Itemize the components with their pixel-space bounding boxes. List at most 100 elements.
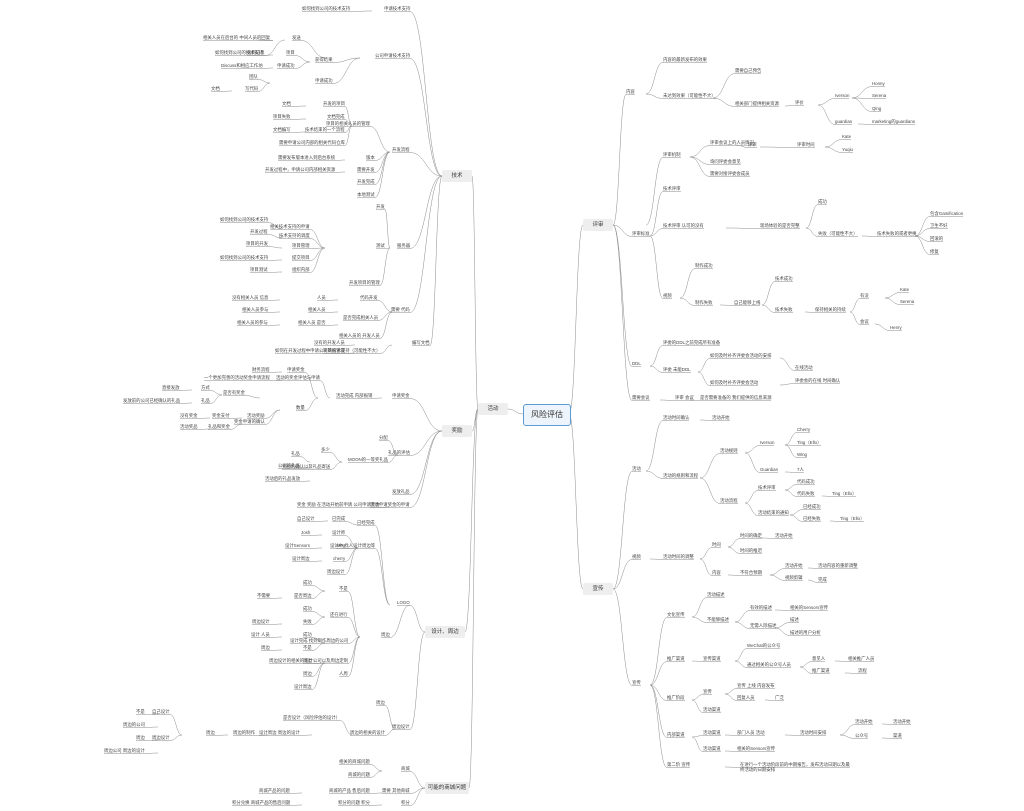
node-r34[interactable]: 制作成功	[695, 263, 713, 268]
node-d44[interactable]: 周边公司 周边的设计	[104, 748, 145, 753]
node-p35[interactable]: 文化宣传	[667, 612, 685, 617]
hub-design[interactable]: 设计、周边	[425, 626, 465, 638]
hub-assessment[interactable]: 评审	[583, 219, 613, 231]
node-b27[interactable]: 发放礼品	[392, 489, 410, 494]
node-a13[interactable]: 申请成功	[315, 78, 333, 83]
node-r3[interactable]: 未达到效果（可能性不大）	[663, 93, 716, 98]
node-p51[interactable]: 推广阶段	[667, 695, 685, 700]
node-b14[interactable]: 奖金支付	[212, 413, 230, 418]
node-r31[interactable]: 回滚的	[930, 236, 944, 241]
node-d41[interactable]: 不是	[136, 709, 145, 714]
node-s8[interactable]: 积分的问题 积分	[338, 800, 370, 805]
node-a35[interactable]: 相关技术支持的申请	[270, 224, 310, 229]
node-s5[interactable]: 商城的产品 售后问题	[329, 788, 370, 793]
node-r50[interactable]: 评委会的在线 时间确认	[795, 378, 841, 383]
node-d39[interactable]: 自己设计	[152, 709, 170, 714]
node-r51[interactable]: 如何及时补齐评委会活动	[710, 380, 759, 385]
node-p62[interactable]: 活动开始	[893, 719, 911, 724]
node-a37[interactable]: 项目管理	[292, 243, 310, 248]
node-d10[interactable]: cherry	[333, 556, 346, 561]
node-d9[interactable]: 设计Sensors	[285, 543, 310, 548]
node-r17[interactable]: 询问评委会意见	[710, 159, 741, 164]
node-a21[interactable]: 文档完成	[327, 114, 345, 119]
node-a59[interactable]: 项目的管理	[323, 348, 345, 353]
node-d13[interactable]: 周边	[381, 632, 390, 637]
node-s3[interactable]: 商城的问题	[348, 772, 370, 777]
node-b25[interactable]: 公司的礼品	[278, 463, 300, 468]
node-a34[interactable]: 测试	[376, 243, 385, 248]
node-a19[interactable]: 开发的项目	[323, 101, 345, 106]
node-p33[interactable]: 完成	[818, 577, 827, 582]
node-a4[interactable]: 发送	[292, 35, 301, 40]
node-a27[interactable]: 需要发布版本进入到后台系统	[278, 155, 336, 160]
node-r55[interactable]: 是否需要准备的 我们提供的信息来源	[700, 395, 772, 400]
node-r53[interactable]: 评审 会议	[675, 395, 694, 400]
node-a55[interactable]: 相关人员的 开发人员	[339, 333, 380, 338]
node-p37[interactable]: 不能够描述	[707, 617, 729, 622]
node-r41[interactable]: 有没	[860, 293, 869, 298]
node-p47[interactable]: 意见人	[812, 656, 826, 661]
node-b28[interactable]: 活动申请奖金的申请	[370, 502, 410, 507]
node-a20[interactable]: 文档	[282, 101, 291, 106]
node-p67[interactable]: 第二阶 宣传	[667, 762, 691, 767]
node-d26[interactable]: 周边	[261, 645, 270, 650]
node-p30[interactable]: 活动开始	[785, 563, 803, 568]
node-p48[interactable]: 相关推广人员	[848, 656, 875, 661]
node-a17[interactable]: 开发流程	[392, 147, 410, 152]
node-a45[interactable]: 开发项目的管理	[349, 280, 380, 285]
node-a36[interactable]: 技术支持的调度	[279, 233, 310, 238]
node-p12[interactable]: 活动流程	[720, 498, 738, 503]
node-r13[interactable]: 评审机制	[663, 152, 681, 157]
node-p34[interactable]: 宣传	[632, 680, 641, 685]
node-a6[interactable]: 找到信息	[247, 50, 265, 55]
node-a14[interactable]: 团队	[249, 74, 258, 79]
node-b2[interactable]: 活动完成 内部报销	[336, 393, 373, 398]
node-d2[interactable]: 已经完成	[357, 520, 375, 525]
node-a25[interactable]: 需要申请公司内部的相关代码仓库	[279, 140, 345, 145]
node-r21[interactable]: Yuqiu	[842, 147, 853, 152]
node-r29[interactable]: 包含Gamification	[930, 211, 964, 216]
node-p55[interactable]: 广泛	[775, 695, 784, 700]
node-p13[interactable]: 技术评审	[758, 485, 776, 490]
node-p56[interactable]: 活动渠道	[703, 707, 721, 712]
node-r5[interactable]: 相关部门提供相关资源	[735, 101, 779, 106]
node-r40[interactable]: Kate	[900, 287, 910, 292]
node-p41[interactable]: 无需人际描述	[750, 623, 777, 628]
node-p58[interactable]: 活动渠道	[703, 730, 721, 735]
hub-activity[interactable]: 活动	[478, 403, 508, 415]
node-a32[interactable]: 服务器	[397, 243, 411, 248]
node-a30[interactable]: 开发完成	[357, 179, 375, 184]
node-p36[interactable]: 活动描述	[707, 592, 725, 597]
node-r49[interactable]: 在线活动	[795, 365, 813, 370]
node-a53[interactable]: 相关人员参与	[242, 307, 269, 312]
node-d11[interactable]: 设计周边	[292, 556, 310, 561]
node-p68[interactable]: 在进行一个活动阶段前的中期报告，发布活动日期以及最终活动的日期安排	[740, 762, 850, 772]
node-p46[interactable]: 通过相关的公众号人员	[747, 662, 791, 667]
node-a1[interactable]: 申请技术支持	[384, 6, 411, 11]
node-a22[interactable]: 项目失败	[273, 114, 291, 119]
node-p52[interactable]: 宣传	[703, 689, 712, 694]
node-d37[interactable]: 周边的制作	[233, 730, 255, 735]
node-p31[interactable]: 活动内容的重新调整	[818, 563, 858, 568]
node-d27[interactable]: 周边设计的相关的设计公司以及周边定制	[269, 658, 349, 663]
node-a40[interactable]: 如何找到公司的技术支持	[220, 217, 269, 222]
node-a15[interactable]: 写代码	[245, 86, 259, 91]
node-p63[interactable]: 公众号	[855, 733, 869, 738]
node-p42[interactable]: 描述的用户分析	[790, 630, 821, 635]
node-p59[interactable]: 部门人员 活动	[737, 730, 765, 735]
node-p6[interactable]: Iverson	[760, 440, 775, 445]
node-b19[interactable]: 礼品的评估	[388, 450, 410, 455]
node-d3[interactable]: 已完成	[332, 516, 346, 521]
node-p10[interactable]: Guardian	[760, 467, 779, 472]
node-p20[interactable]: Ting（Ello）	[840, 516, 865, 521]
node-r4[interactable]: 需要自己预告	[735, 68, 762, 73]
node-b22[interactable]: 多少	[321, 447, 330, 452]
node-b8[interactable]: 方式	[201, 385, 210, 390]
node-r27[interactable]: 失败（可能性不大）	[818, 231, 858, 236]
node-d18[interactable]: 还在进行	[330, 612, 348, 617]
node-p45[interactable]: WeChat的公众号	[747, 643, 781, 648]
node-r20[interactable]: Kate	[842, 134, 852, 139]
node-s1[interactable]: 商城	[401, 766, 410, 771]
node-a50[interactable]: 相关人员	[308, 307, 326, 312]
node-a12[interactable]: Discuss和相应工作坊	[221, 63, 263, 68]
